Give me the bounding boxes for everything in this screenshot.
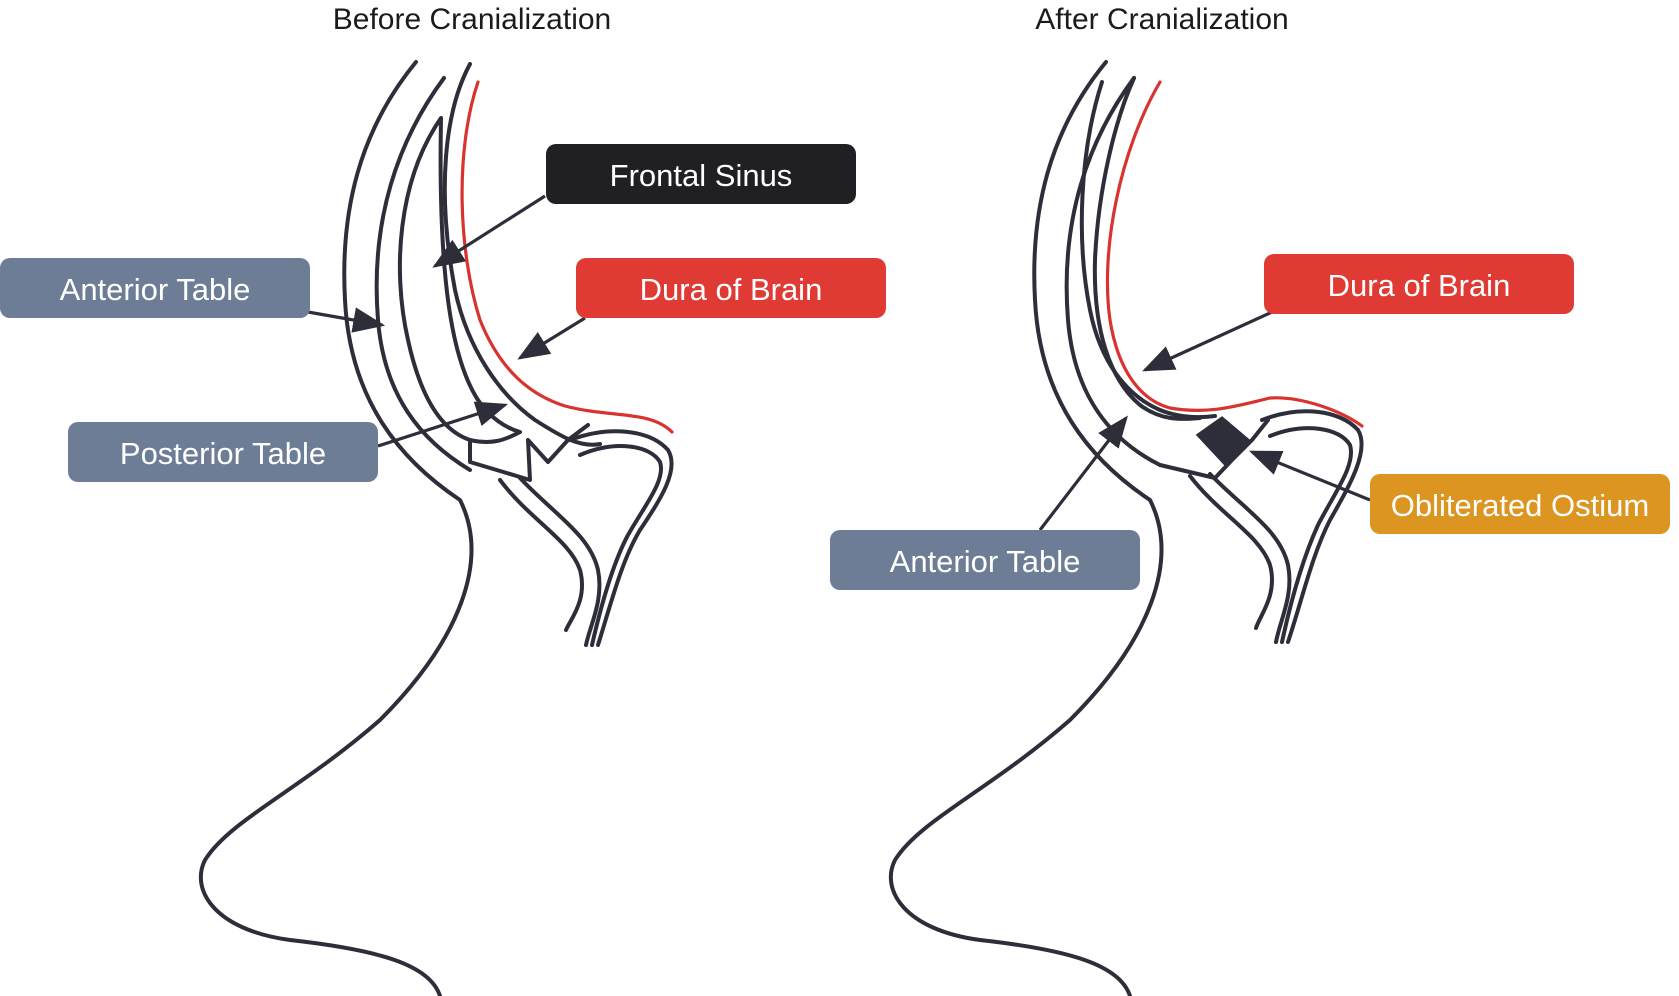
label-obliterated-ostium: Obliterated Ostium xyxy=(1391,488,1649,523)
arrow-posterior-table-before xyxy=(377,401,509,448)
label-box-obliterated-ostium xyxy=(1370,474,1670,534)
arrow-anterior-table-before xyxy=(307,307,386,333)
frontal-sinus-cavity xyxy=(397,116,522,444)
panel-after: After Cranialization Dura of Brain Anter… xyxy=(830,3,1670,996)
posterior-wall-after xyxy=(1092,76,1202,421)
label-frontal-sinus: Frontal Sinus xyxy=(610,158,793,193)
ostium-plug xyxy=(1195,416,1251,468)
turbinate-after xyxy=(1260,409,1364,644)
dura-line-after xyxy=(1105,80,1364,428)
arrow-frontal-sinus xyxy=(432,194,546,268)
nasal-bone-inner-after xyxy=(1208,472,1292,644)
arrow-anterior-table-after xyxy=(1038,415,1128,531)
panel-title-before: Before Cranialization xyxy=(333,3,611,36)
sinus-floor-before xyxy=(468,423,590,482)
turbinate-inner-after xyxy=(1268,426,1354,644)
skin-profile-after xyxy=(888,60,1164,996)
label-box-dura-after xyxy=(1264,254,1574,314)
label-box-frontal-sinus xyxy=(546,144,856,204)
label-box-posterior-table xyxy=(68,422,378,482)
arrow-obliterated-ostium xyxy=(1249,450,1371,502)
label-box-dura-before xyxy=(576,258,886,318)
anterior-table-before xyxy=(374,76,472,472)
turbinate-before xyxy=(568,429,674,647)
label-anterior-table-before: Anterior Table xyxy=(60,272,251,307)
skin-profile-before xyxy=(198,60,474,996)
panel-title-after: After Cranialization xyxy=(1035,3,1288,36)
label-box-anterior-table-after xyxy=(830,530,1140,590)
label-posterior-table: Posterior Table xyxy=(120,436,326,471)
arrow-dura-after xyxy=(1142,310,1273,372)
nasal-bone-inner-before xyxy=(518,476,602,647)
nasal-bone-before xyxy=(498,478,584,632)
label-box-anterior-table-before xyxy=(0,258,310,318)
inner-contour-after xyxy=(1079,80,1217,420)
arrow-dura-before xyxy=(517,316,586,360)
dura-line-before xyxy=(460,80,674,434)
label-dura-before: Dura of Brain xyxy=(640,272,823,307)
nasal-bone-after xyxy=(1188,474,1274,630)
turbinate-inner-before xyxy=(578,444,664,647)
posterior-table-before xyxy=(442,62,602,447)
label-anterior-table-after: Anterior Table xyxy=(890,544,1081,579)
label-dura-after: Dura of Brain xyxy=(1328,268,1511,303)
panel-before: Before Cranialization Frontal Sinus Dura… xyxy=(0,3,886,996)
